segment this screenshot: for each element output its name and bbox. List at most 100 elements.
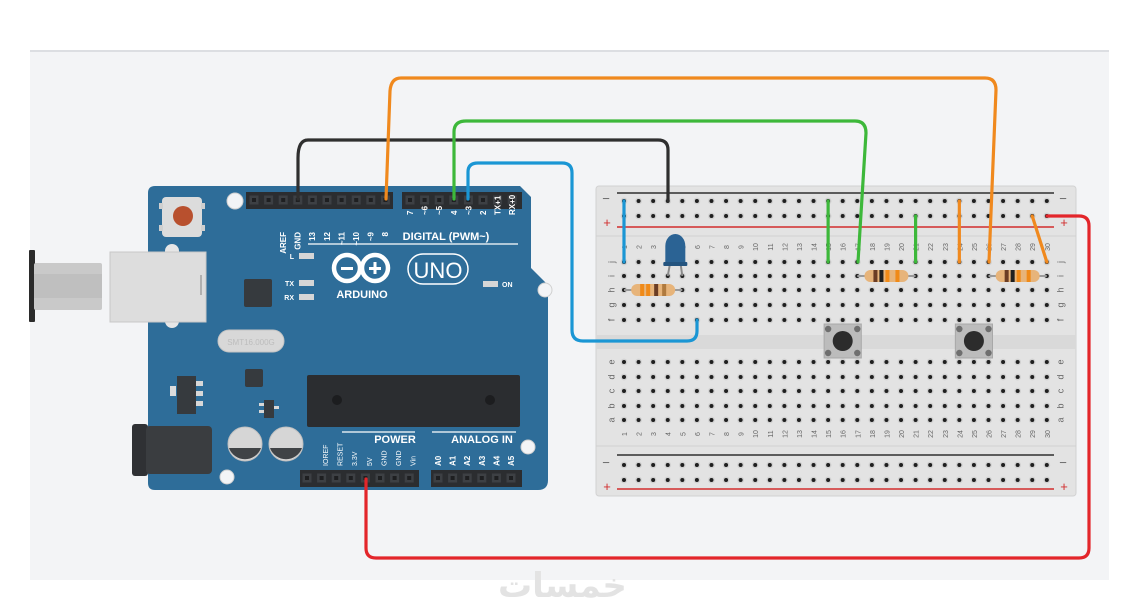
pushbutton-1[interactable] <box>823 323 862 359</box>
on-label: ON <box>502 282 513 289</box>
breadboard-hole-center <box>796 303 801 307</box>
breadboard-hole-center <box>724 404 729 408</box>
breadboard-hole-center <box>942 404 947 408</box>
mount-hole <box>219 469 235 485</box>
breadboard-hole-center <box>826 478 831 482</box>
column-number: 26 <box>987 430 994 438</box>
wire-pin8-orange[interactable] <box>384 76 998 264</box>
breadboard-hole-center <box>840 404 845 408</box>
breadboard-hole-center <box>782 389 787 393</box>
breadboard-hole-center <box>942 478 947 482</box>
breadboard-hole-center <box>869 260 874 264</box>
breadboard-hole-center <box>694 199 699 203</box>
breadboard-hole-center <box>680 478 685 482</box>
led-body <box>665 234 686 264</box>
column-number: 22 <box>928 243 935 251</box>
breadboard-hole-center <box>855 288 860 292</box>
breadboard-hole-center <box>1015 199 1020 203</box>
wire-gnd-black[interactable] <box>296 138 670 203</box>
breadboard-hole-center <box>1015 375 1020 379</box>
rail-minus-label: − <box>1059 455 1067 470</box>
breadboard-hole-center <box>869 288 874 292</box>
breadboard-hole-center <box>928 288 933 292</box>
led-blue[interactable] <box>663 234 688 277</box>
wire-pin4-green[interactable] <box>452 119 868 264</box>
breadboard-hole-center <box>957 303 962 307</box>
breadboard-hole-center <box>1044 360 1049 364</box>
breadboard-hole-center <box>694 418 699 422</box>
breadboard-hole-center <box>1044 478 1049 482</box>
breadboard-hole-center <box>753 303 758 307</box>
column-number: 29 <box>1030 430 1037 438</box>
breadboard-hole-center <box>840 274 845 278</box>
row-letter: e <box>606 359 616 364</box>
breadboard-hole-center <box>665 375 670 379</box>
breadboard-hole-center <box>899 375 904 379</box>
breadboard-hole-center <box>1044 303 1049 307</box>
breadboard-hole-center <box>796 389 801 393</box>
row-letter: c <box>1055 388 1065 393</box>
pushbutton-corner <box>824 349 832 357</box>
column-number: 12 <box>782 430 789 438</box>
column-number: 18 <box>870 243 877 251</box>
breadboard-hole-center <box>636 214 641 218</box>
breadboard-hole-center <box>855 318 860 322</box>
breadboard-hole-center <box>665 389 670 393</box>
breadboard-hole-center <box>1001 418 1006 422</box>
breadboard-hole-center <box>709 404 714 408</box>
reset-button[interactable] <box>159 197 205 237</box>
power-pin-label: GND <box>381 450 388 466</box>
breadboard-hole-center <box>1015 418 1020 422</box>
breadboard-hole-center <box>767 318 772 322</box>
breadboard-hole-center <box>709 463 714 467</box>
pushbutton-cap <box>832 331 853 351</box>
wire-5v-red[interactable] <box>364 214 1091 560</box>
resistor-3[interactable] <box>988 270 1047 282</box>
breadboard-hole-center <box>1044 389 1049 393</box>
resistor-1[interactable] <box>624 284 683 296</box>
breadboard-hole-center <box>622 318 626 322</box>
breadboard-hole-center <box>1001 303 1006 307</box>
resistor-2[interactable] <box>857 270 916 282</box>
breadboard-hole-center <box>738 389 743 393</box>
breadboard-hole-center <box>971 260 976 264</box>
jumper-orange-plus[interactable] <box>1030 214 1049 264</box>
breadboard-hole-center <box>709 303 714 307</box>
breadboard-hole-center <box>636 418 641 422</box>
breadboard-hole-center <box>899 389 904 393</box>
column-number: 15 <box>826 430 833 438</box>
breadboard-hole-center <box>665 318 670 322</box>
breadboard-hole-center <box>899 418 904 422</box>
status-led-label: TX <box>285 281 294 288</box>
wire-pin3-blue[interactable] <box>466 161 699 343</box>
header-pin-hole <box>325 198 329 202</box>
breadboard-hole-center <box>738 463 743 467</box>
breadboard-hole-center <box>1015 478 1020 482</box>
column-number: 19 <box>884 430 891 438</box>
digital-pin-label: 13 <box>308 231 317 240</box>
breadboard-hole-center <box>738 214 743 218</box>
breadboard-hole-center <box>957 288 962 292</box>
column-number: 14 <box>812 430 819 438</box>
header-pin-hole <box>510 198 515 202</box>
breadboard-hole-center <box>651 478 656 482</box>
column-number: 25 <box>972 430 979 438</box>
breadboard-hole-center <box>636 318 641 322</box>
breadboard-hole-center <box>913 360 918 364</box>
column-number: 23 <box>943 243 950 251</box>
breadboard-hole-center <box>971 214 976 218</box>
arduino-uno-board[interactable]: SMT16.000G <box>109 186 553 490</box>
breadboard-hole-center <box>622 375 626 379</box>
breadboard-hole-center <box>884 199 889 203</box>
crystal-label: SMT16.000G <box>227 338 275 347</box>
mount-hole <box>226 192 244 210</box>
breadboard-hole-center <box>796 318 801 322</box>
pushbutton-2[interactable] <box>954 323 994 359</box>
breadboard-hole-center <box>1001 404 1006 408</box>
row-letter: d <box>606 374 616 379</box>
rail-minus-label: − <box>1059 191 1067 206</box>
breadboard-hole-center <box>753 260 758 264</box>
breadboard-hole-center <box>782 478 787 482</box>
